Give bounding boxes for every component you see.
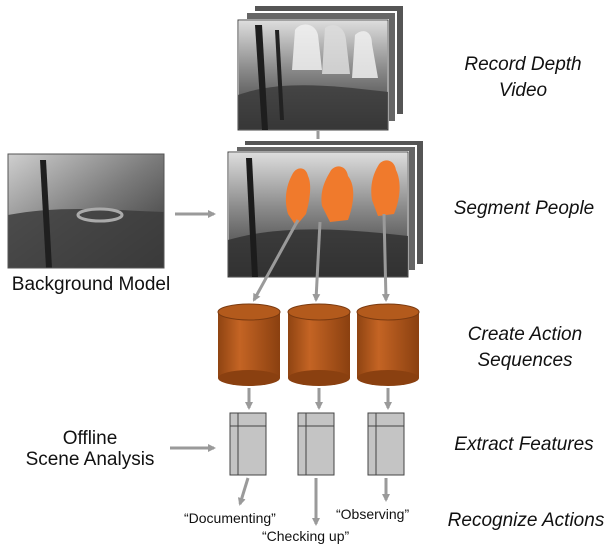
arrow-features1-to-result (237, 477, 250, 506)
feature-box-1 (229, 412, 267, 476)
segmented-video-stack (227, 139, 425, 278)
depth-video-stack (237, 4, 405, 131)
step-create-action-sequences: Create Action Sequences (446, 322, 604, 374)
background-model-image (7, 153, 165, 269)
step-record-depth-line1: Record Depth (464, 54, 582, 75)
feature-box-3 (367, 412, 405, 476)
person-1-highlight (285, 168, 311, 226)
action-sequence-cylinder-1 (217, 303, 281, 386)
step-create-action-line2: Sequences (477, 350, 573, 371)
action-sequence-cylinder-3 (356, 303, 420, 386)
step-create-action-line1: Create Action (467, 324, 583, 345)
offline-scene-analysis-label: Offline Scene Analysis (20, 428, 160, 470)
step-record-depth-video: Record Depth Video (448, 52, 598, 104)
result-observing: “Observing” (336, 506, 410, 522)
step-recognize-actions: Recognize Actions (447, 510, 605, 531)
action-sequence-cylinder-2 (287, 303, 351, 386)
arrow-person1-to-seq1 (252, 219, 300, 302)
step-record-depth-line2: Video (498, 80, 548, 101)
offline-line1: Offline (62, 428, 118, 449)
step-extract-features: Extract Features (454, 434, 594, 455)
result-documenting: “Documenting” (184, 510, 276, 526)
result-checking-up: “Checking up” (262, 528, 350, 544)
arrow-person3-to-seq3 (381, 213, 390, 302)
video-frame-front (237, 19, 389, 131)
background-model-label: Background Model (11, 274, 171, 295)
offline-line2: Scene Analysis (25, 449, 155, 470)
feature-box-2 (297, 412, 335, 476)
arrow-person2-to-seq2 (312, 221, 322, 302)
step-segment-people: Segment People (453, 198, 595, 219)
person-2-highlight (321, 166, 354, 222)
person-3-highlight (371, 160, 400, 216)
